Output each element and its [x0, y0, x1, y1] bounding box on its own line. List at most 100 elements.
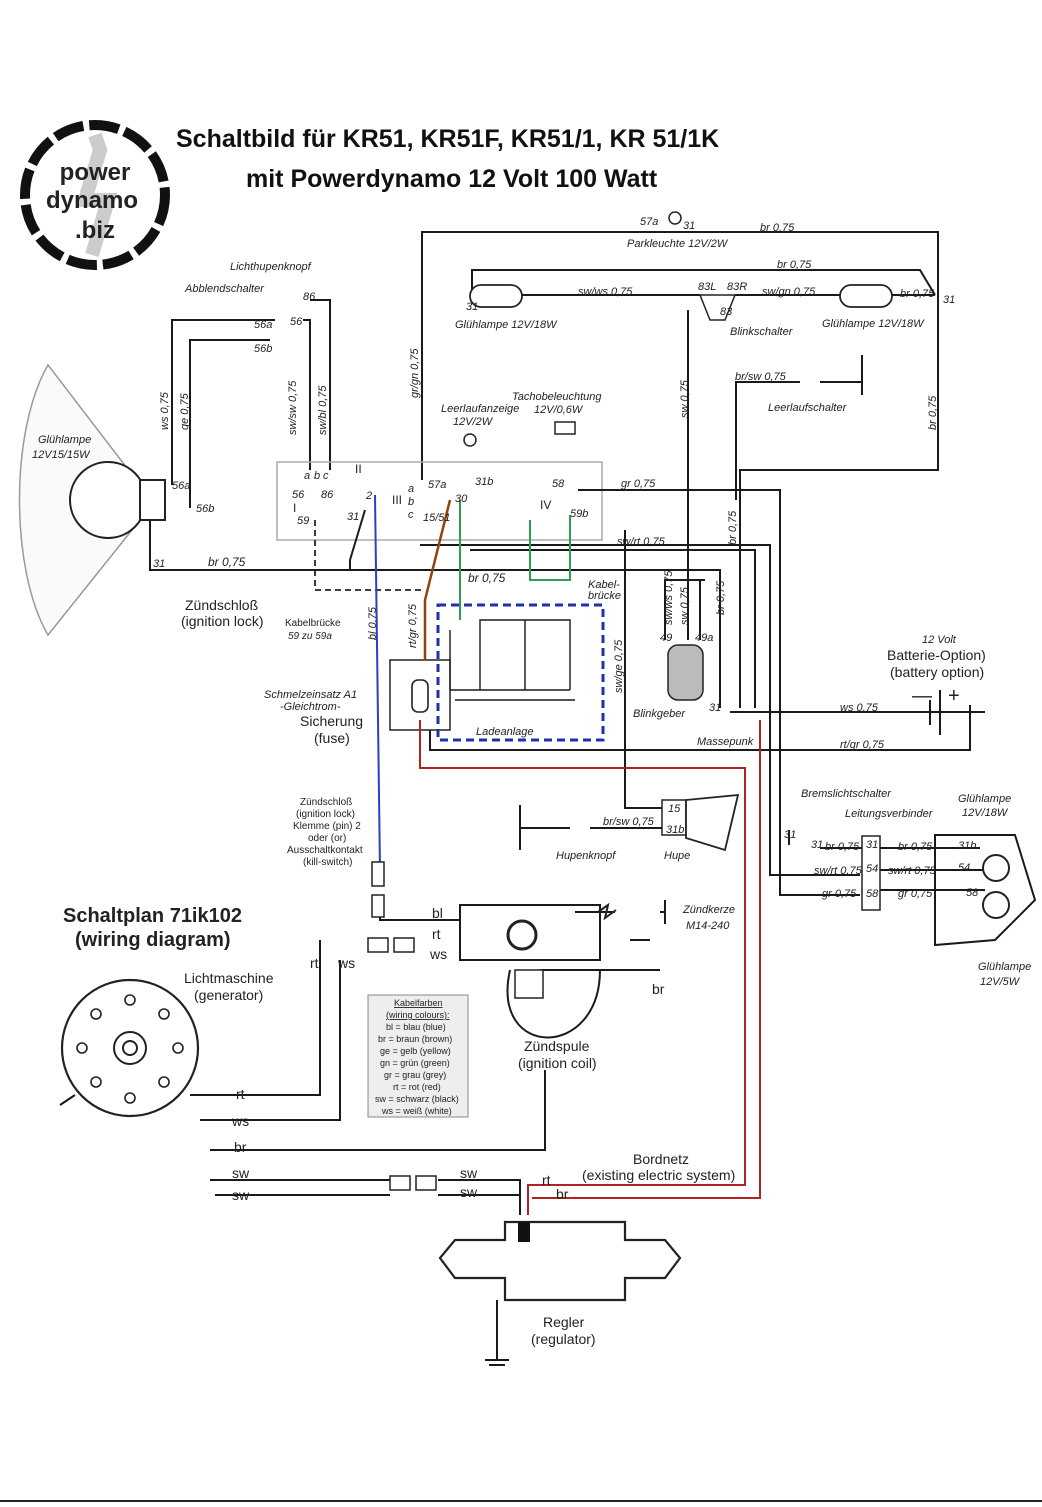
label-a-ign: a: [304, 470, 310, 482]
label-lichthupenknopf: Lichthupenknopf: [230, 261, 312, 273]
label-hupe: Hupe: [664, 850, 690, 862]
label-sw-generator-2: sw: [232, 1187, 250, 1203]
label-2-ign: 2: [365, 490, 372, 502]
label-kabelbruecke-spec: 59 zu 59a: [288, 631, 332, 642]
label-ws-generator: ws: [231, 1113, 249, 1129]
label-brsw075-top: br/sw 0,75: [735, 371, 787, 383]
label-ws075-vertical: ws 0,75: [159, 391, 171, 430]
label-gluehlampe-head: Glühlampe: [38, 434, 91, 446]
label-swrt075-brake: sw/rt 0,75: [814, 865, 863, 877]
label-leerlaufschalter: Leerlaufschalter: [768, 402, 848, 414]
legend-br: br = braun (brown): [378, 1034, 452, 1044]
label-lichtmaschine: Lichtmaschine: [184, 970, 274, 986]
label-83L: 83L: [698, 281, 716, 293]
label-31-right: 31: [943, 294, 955, 306]
label-bremslichtschalter: Bremslichtschalter: [801, 788, 892, 800]
label-zuendkerze-spec: M14-240: [686, 920, 730, 932]
label-rt-coil: rt: [432, 926, 441, 942]
label-ladeanlage: Ladeanlage: [476, 726, 534, 738]
label-swws075: sw/ws 0,75: [578, 286, 633, 298]
label-IV: IV: [540, 498, 551, 512]
label-br075-mid: br 0,75: [468, 571, 506, 585]
label-regulator: (regulator): [531, 1331, 596, 1347]
label-83: 83: [720, 306, 733, 318]
label-batterie-option: Batterie-Option): [887, 647, 986, 663]
label-zs-pin-3: Klemme (pin) 2: [293, 821, 361, 832]
label-rt-regulator: rt: [542, 1172, 551, 1188]
wiring-colours-legend-box: [367, 994, 469, 1118]
colored-wires: [374, 494, 761, 1215]
label-sicherung: Sicherung: [300, 713, 363, 729]
label-31-left: 31: [466, 301, 478, 313]
logo-text-biz: .biz: [75, 217, 115, 244]
label-56b: 56b: [254, 343, 272, 355]
label-b-ign: b: [314, 470, 320, 482]
label-a2: a: [408, 483, 414, 495]
label-gluehlampe-tail: Glühlampe: [958, 793, 1011, 805]
label-tail-spec-2: 12V/5W: [980, 976, 1021, 988]
label-31b-hupe: 31b: [666, 824, 684, 836]
label-58-tail: 58: [966, 887, 979, 899]
label-56a-head: 56a: [172, 480, 190, 492]
label-31-ign: 31: [347, 511, 359, 523]
title-line-1: Schaltbild für KR51, KR51F, KR51/1, KR 5…: [176, 125, 720, 153]
label-swgn075: sw/gn 0,75: [762, 286, 816, 298]
legend-subtitle: (wiring colours):: [386, 1010, 450, 1020]
label-zs-pin-4: oder (or): [308, 833, 346, 844]
label-schaltplan: Schaltplan 71ik102: [63, 905, 242, 927]
legend-rt: rt = rot (red): [393, 1082, 441, 1092]
legend-ws: ws = weiß (white): [381, 1106, 452, 1116]
powerdynamo-logo: power dynamo .biz: [20, 120, 170, 270]
diagram-labels: 57a 31 Parkleuchte 12V/2W br 0,75 br 0,7…: [32, 216, 1031, 1347]
label-br075-vertical-right: br 0,75: [927, 395, 939, 430]
label-schmelzeinsatz: Schmelzeinsatz A1: [264, 689, 357, 701]
label-rt-generator: rt: [236, 1086, 245, 1102]
label-ge075-vertical: ge 0,75: [179, 392, 191, 430]
label-58-ign: 58: [552, 478, 565, 490]
label-12-volt: 12 Volt: [922, 634, 957, 646]
label-c2: c: [408, 509, 414, 521]
label-ignition-lock: (ignition lock): [181, 613, 263, 629]
label-zuendspule: Zündspule: [524, 1038, 590, 1054]
logo-text-dynamo: dynamo: [46, 187, 138, 214]
black-wires: [149, 231, 1037, 1366]
legend-bl: bl = blau (blue): [386, 1022, 446, 1032]
label-head-spec: 12V15/15W: [32, 449, 91, 461]
label-br075-second: br 0,75: [777, 259, 812, 271]
label-bl-coil: bl: [432, 905, 443, 921]
label-tachobeleuchtung: Tachobeleuchtung: [512, 391, 602, 403]
label-57a-ign: 57a: [428, 479, 446, 491]
label-kabelbruecke-green-2: brücke: [588, 590, 621, 602]
label-83R: 83R: [727, 281, 747, 293]
label-grgn075-vertical: gr/gn 0,75: [409, 348, 421, 398]
label-br-coil: br: [652, 981, 665, 997]
label-br-regulator: br: [556, 1186, 569, 1202]
label-sw-regulator-1: sw: [460, 1165, 478, 1181]
label-56b-head: 56b: [196, 503, 214, 515]
label-rtgr075-vertical: rt/gr 0,75: [407, 603, 419, 648]
label-parkleuchte: Parkleuchte 12V/2W: [627, 238, 729, 250]
label-zs-pin-6: (kill-switch): [303, 857, 352, 868]
label-gluehlampe-tail-2: Glühlampe: [978, 961, 1031, 973]
legend-gr: gr = grau (grey): [384, 1070, 446, 1080]
label-30-ign: 30: [455, 493, 468, 505]
label-sw075-vertical-2: sw 0,75: [679, 586, 691, 625]
label-br075-top: br 0,75: [760, 222, 795, 234]
label-kabelbruecke-green-1: Kabel-: [588, 579, 620, 591]
label-br075-vertical-3: br 0,75: [715, 580, 727, 615]
headlight: [18, 363, 166, 637]
label-parkleuchte-57a: 57a: [640, 216, 658, 228]
battery-plus-sign: +: [948, 685, 960, 707]
label-bordnetz: Bordnetz: [633, 1151, 689, 1167]
legend-ge: ge = gelb (yellow): [380, 1046, 451, 1056]
label-31b-ign: 31b: [475, 476, 493, 488]
label-II: II: [355, 462, 362, 476]
label-59-ign: 59: [297, 515, 309, 527]
label-gr075-brake-2: gr 0,75: [898, 888, 933, 900]
label-31b-tail: 31b: [958, 840, 976, 852]
label-gr075-brake: gr 0,75: [822, 888, 857, 900]
label-b2: b: [408, 496, 414, 508]
label-gluehlampe-right: Glühlampe 12V/18W: [822, 318, 925, 330]
label-ignition-coil: (ignition coil): [518, 1055, 597, 1071]
